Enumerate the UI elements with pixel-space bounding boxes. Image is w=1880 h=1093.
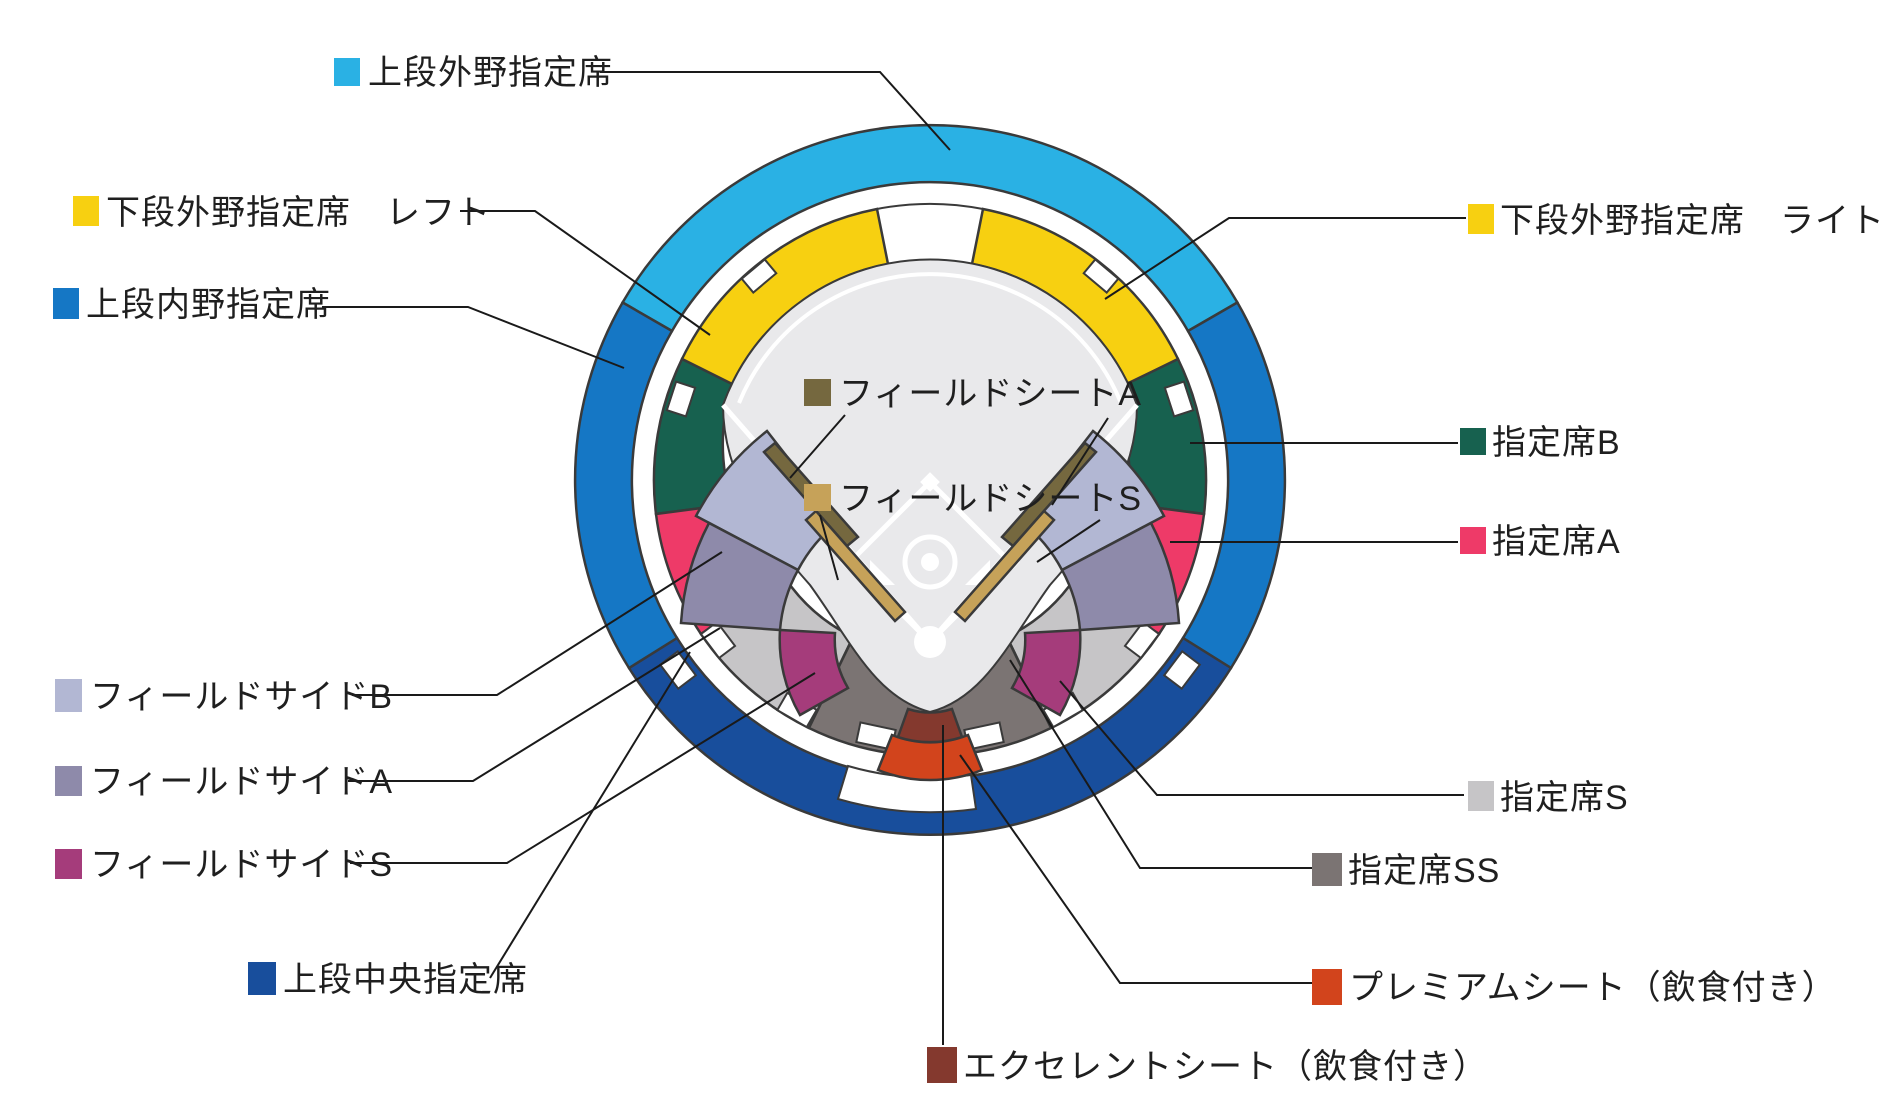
label-field-side-s: フィールドサイドS — [90, 846, 393, 884]
leader-reserved-ss — [1009, 659, 1340, 869]
swatch-field-side-s — [55, 849, 82, 879]
label-reserved-s: 指定席S — [1500, 779, 1629, 817]
label-lower-outfield-left: 下段外野指定席 レフト — [106, 194, 491, 232]
swatch-field-sheet-s — [804, 484, 831, 511]
region-field-sheet-s-right[interactable] — [953, 509, 1056, 623]
label-upper-infield: 上段内野指定席 — [86, 286, 331, 324]
region-excellent-seat[interactable] — [896, 707, 964, 744]
swatch-upper-central — [248, 962, 276, 995]
region-upper-infield-left[interactable] — [573, 300, 679, 670]
label-excellent: エクセレントシート（飲食付き） — [963, 1048, 1488, 1086]
pitcher-mound — [921, 553, 939, 571]
label-reserved-ss: 指定席SS — [1348, 852, 1500, 890]
swatch-reserved-s — [1468, 781, 1494, 811]
label-field-side-b: フィールドサイドB — [90, 678, 393, 716]
label-lower-outfield-right: 下段外野指定席 ライト — [1500, 202, 1880, 240]
label-upper-outfield: 上段外野指定席 — [368, 54, 613, 92]
leader-field-side-a — [348, 627, 721, 782]
warning-track-arc — [737, 272, 1123, 404]
leader-upper-outfield — [600, 71, 951, 151]
bowl-notch-green-left — [665, 380, 697, 418]
swatch-reserved-a — [1460, 527, 1486, 554]
swatch-premium — [1312, 969, 1342, 1005]
swatch-reserved-b — [1460, 428, 1486, 455]
swatch-lower-outfield-left — [73, 196, 99, 226]
region-field-sheet-s-left[interactable] — [804, 509, 907, 623]
swatch-field-side-a — [55, 766, 82, 796]
leader-upper-central — [489, 651, 691, 979]
leader-lower-outfield-left — [460, 210, 711, 336]
label-upper-central: 上段中央指定席 — [283, 961, 528, 999]
swatch-field-side-b — [55, 679, 82, 712]
swatch-upper-infield — [53, 288, 79, 319]
scoreboard-gap-outer-arc — [876, 202, 984, 210]
legend: 上段外野指定席 下段外野指定席 レフト 上段内野指定席 フィールドサイドB フィ… — [53, 54, 1880, 1086]
swatch-reserved-ss — [1312, 853, 1342, 886]
leader-field-side-s — [350, 672, 816, 864]
swatch-excellent — [927, 1047, 957, 1083]
leader-field-sheet-s-left — [819, 514, 839, 581]
swatch-upper-outfield — [334, 58, 360, 86]
label-reserved-a: 指定席A — [1492, 523, 1621, 561]
pitcher-circle — [902, 534, 958, 590]
label-reserved-b: 指定席B — [1492, 424, 1621, 462]
label-field-side-a: フィールドサイドA — [90, 763, 393, 801]
leader-field-sheet-a-left — [789, 414, 846, 479]
bowl-notch-pink-left — [699, 620, 737, 660]
base-second — [920, 472, 940, 492]
bowl-notch-yellow-right — [1082, 258, 1120, 294]
label-field-sheet-s: フィールドシートS — [839, 480, 1142, 518]
region-field-side-s-left[interactable] — [778, 628, 850, 717]
region-field-side-a-left[interactable] — [679, 521, 800, 632]
leader-field-sheet-s-right — [1036, 519, 1101, 563]
leader-premium — [959, 754, 1342, 984]
leader-upper-infield — [322, 306, 625, 369]
bowl-notch-green-right — [1163, 380, 1195, 418]
leader-field-sheet-a-right — [1051, 417, 1109, 506]
home-plate-circle — [914, 626, 946, 658]
leader-field-side-b — [352, 551, 723, 696]
leader-lower-outfield-right — [1104, 217, 1466, 300]
bowl-notch-pink-right — [1123, 620, 1161, 660]
label-premium: プレミアムシート（飲食付き） — [1349, 969, 1837, 1007]
ring-notch-right — [1162, 650, 1202, 690]
leader-reserved-s — [1059, 680, 1464, 796]
swatch-lower-outfield-right — [1468, 204, 1494, 234]
label-field-sheet-a: フィールドシートA — [839, 375, 1142, 413]
region-field-side-a-right[interactable] — [1060, 521, 1181, 632]
swatch-field-sheet-a — [804, 379, 831, 406]
bowl-notch-yellow-left — [740, 258, 778, 294]
